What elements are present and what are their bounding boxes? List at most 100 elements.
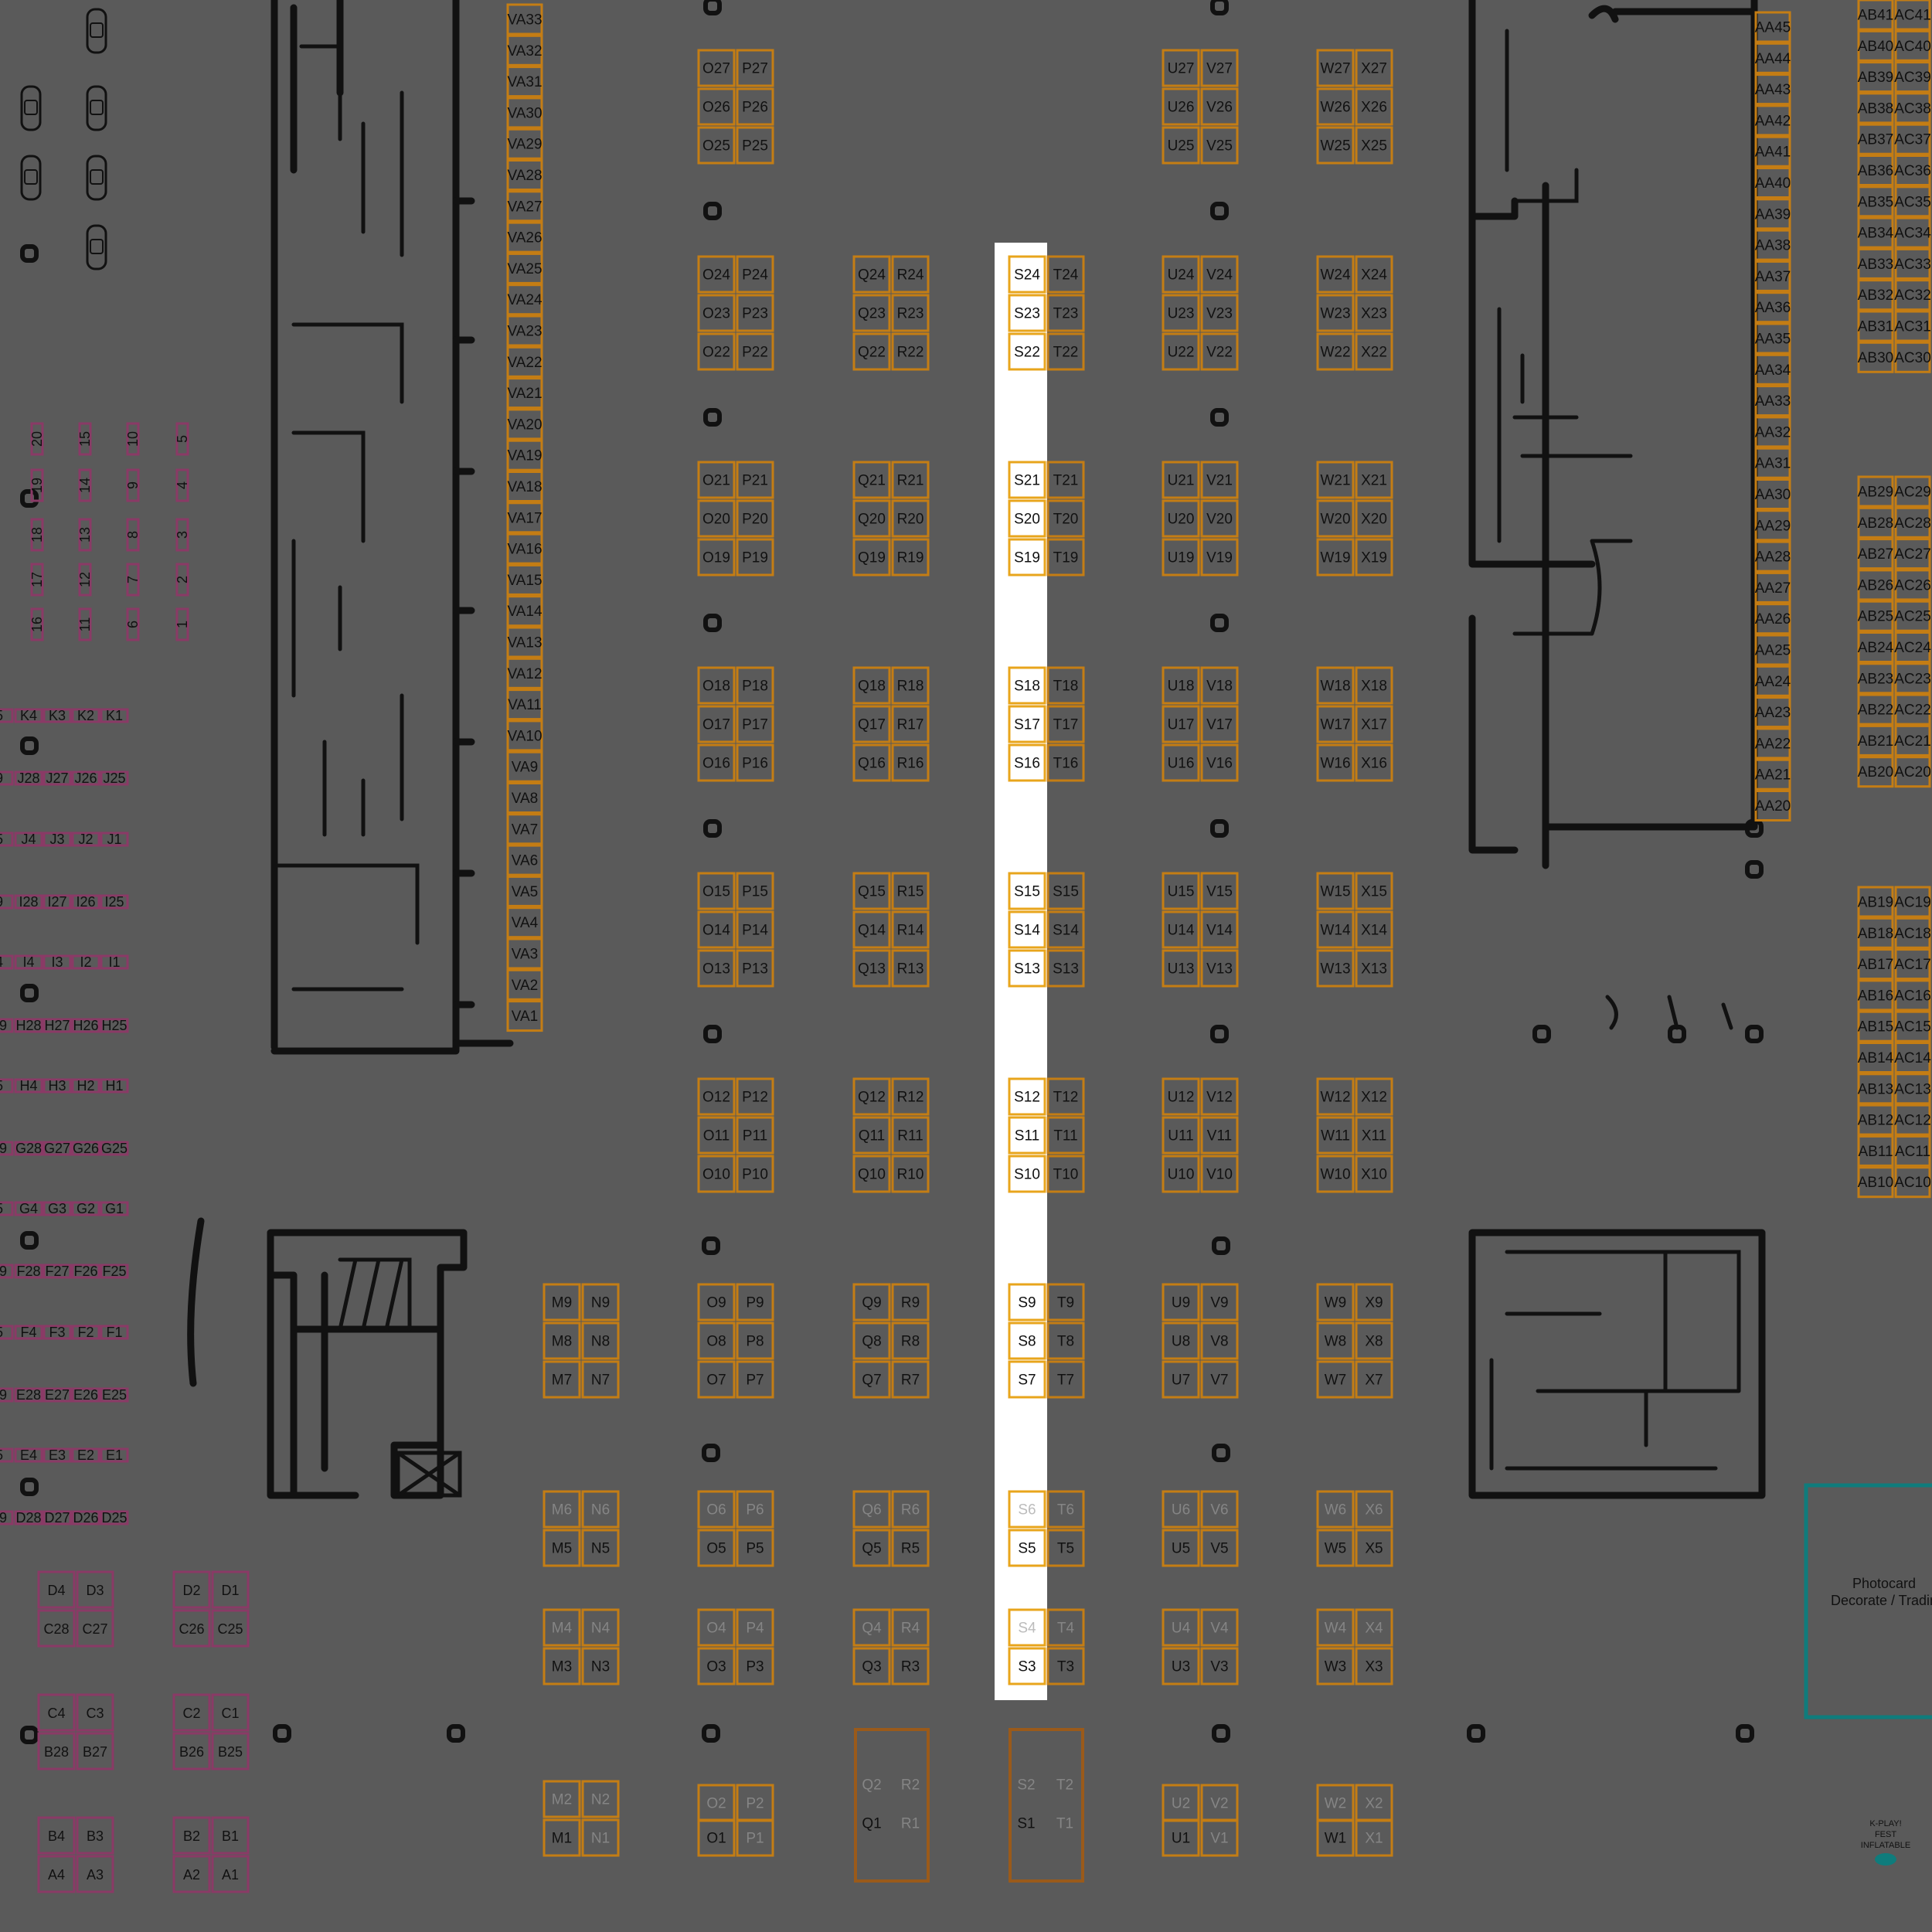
booth-g28[interactable]: G28	[14, 1141, 43, 1156]
booth-w18[interactable]: W18	[1316, 666, 1355, 705]
booth-o8[interactable]: O8	[697, 1321, 736, 1360]
booth-va18[interactable]: VA18	[506, 471, 543, 502]
booth-ac30[interactable]: AC30	[1894, 341, 1931, 373]
booth-ab33[interactable]: AB33	[1857, 247, 1894, 280]
booth-ac10[interactable]: AC10	[1894, 1166, 1931, 1199]
booth-o26[interactable]: O26	[697, 87, 736, 126]
booth-s3[interactable]: S3	[1008, 1647, 1046, 1685]
booth-k4[interactable]: K4	[14, 708, 43, 723]
booth-15[interactable]: 15	[77, 422, 93, 456]
booth-ac40[interactable]: AC40	[1894, 29, 1931, 62]
booth-29[interactable]: 29	[0, 1018, 14, 1033]
booth-5[interactable]: 5	[0, 832, 14, 847]
booth-ab18[interactable]: AB18	[1857, 917, 1894, 949]
booth-u16[interactable]: U16	[1162, 743, 1200, 782]
booth-va12[interactable]: VA12	[506, 657, 543, 689]
booth-p25[interactable]: P25	[736, 126, 774, 165]
booth-ab29[interactable]: AB29	[1857, 475, 1894, 508]
booth-va30[interactable]: VA30	[506, 97, 543, 129]
booth-p16[interactable]: P16	[736, 743, 774, 782]
booth-ac36[interactable]: AC36	[1894, 155, 1931, 186]
booth-va22[interactable]: VA22	[506, 345, 543, 378]
booth-r7[interactable]: R7	[891, 1360, 930, 1399]
booth-x8[interactable]: X8	[1355, 1321, 1393, 1360]
booth-ab21[interactable]: AB21	[1857, 724, 1894, 757]
booth-e4[interactable]: E4	[14, 1447, 43, 1463]
booth-u15[interactable]: U15	[1162, 872, 1200, 910]
booth-10[interactable]: 10	[125, 422, 141, 456]
booth-va17[interactable]: VA17	[506, 502, 543, 534]
booth-b28[interactable]: B28	[37, 1732, 76, 1770]
booth-x15[interactable]: X15	[1355, 872, 1393, 910]
booth-s14[interactable]: S14	[1008, 910, 1046, 949]
booth-w15[interactable]: W15	[1316, 872, 1355, 910]
booth-va19[interactable]: VA19	[506, 439, 543, 471]
booth-p21[interactable]: P21	[736, 461, 774, 499]
booth-k1[interactable]: K1	[100, 708, 129, 723]
booth-p11[interactable]: P11	[736, 1116, 774, 1155]
booth-q7[interactable]: Q7	[852, 1360, 891, 1399]
booth-va15[interactable]: VA15	[506, 563, 543, 596]
booth-t6[interactable]: T6	[1046, 1490, 1085, 1529]
booth-v27[interactable]: V27	[1200, 49, 1239, 87]
booth-aa28[interactable]: AA28	[1754, 540, 1791, 573]
booth-va25[interactable]: VA25	[506, 252, 543, 284]
booth-x24[interactable]: X24	[1355, 255, 1393, 294]
booth-v17[interactable]: V17	[1200, 705, 1239, 743]
booth-g27[interactable]: G27	[43, 1141, 72, 1156]
booth-5[interactable]: 5	[0, 1325, 14, 1340]
booth-n8[interactable]: N8	[581, 1321, 620, 1360]
booth-h3[interactable]: H3	[43, 1078, 72, 1094]
booth-u22[interactable]: U22	[1162, 332, 1200, 371]
booth-p17[interactable]: P17	[736, 705, 774, 743]
booth-ac34[interactable]: AC34	[1894, 216, 1931, 249]
booth-ab15[interactable]: AB15	[1857, 1010, 1894, 1043]
booth-ab16[interactable]: AB16	[1857, 979, 1894, 1012]
booth-h28[interactable]: H28	[14, 1018, 43, 1033]
booth-aa33[interactable]: AA33	[1754, 385, 1791, 417]
booth-aa32[interactable]: AA32	[1754, 416, 1791, 448]
booth-u3[interactable]: U3	[1162, 1647, 1200, 1685]
booth-q6[interactable]: Q6	[852, 1490, 891, 1529]
booth-va9[interactable]: VA9	[506, 750, 543, 783]
booth-aa25[interactable]: AA25	[1754, 634, 1791, 666]
booth-va29[interactable]: VA29	[506, 128, 543, 160]
booth-r20[interactable]: R20	[891, 499, 930, 538]
booth-va7[interactable]: VA7	[506, 813, 543, 845]
booth-va4[interactable]: VA4	[506, 906, 543, 939]
booth-k3[interactable]: K3	[43, 708, 72, 723]
booth-t18[interactable]: T18	[1046, 666, 1085, 705]
booth-ac24[interactable]: AC24	[1894, 631, 1931, 663]
booth-r24[interactable]: R24	[891, 255, 930, 294]
booth-v19[interactable]: V19	[1200, 538, 1239, 577]
booth-v3[interactable]: V3	[1200, 1647, 1239, 1685]
booth-q1[interactable]: Q1	[862, 1816, 881, 1832]
booth-3[interactable]: 3	[175, 518, 190, 552]
booth-b2[interactable]: B2	[172, 1816, 211, 1855]
booth-ab20[interactable]: AB20	[1857, 756, 1894, 788]
booth-w6[interactable]: W6	[1316, 1490, 1355, 1529]
booth-ab35[interactable]: AB35	[1857, 185, 1894, 218]
booth-n6[interactable]: N6	[581, 1490, 620, 1529]
booth-x14[interactable]: X14	[1355, 910, 1393, 949]
booth-2[interactable]: 2	[175, 563, 190, 597]
booth-u24[interactable]: U24	[1162, 255, 1200, 294]
booth-t1[interactable]: T1	[1056, 1816, 1073, 1832]
booth-u18[interactable]: U18	[1162, 666, 1200, 705]
booth-s17[interactable]: S17	[1008, 705, 1046, 743]
booth-f1[interactable]: F1	[100, 1325, 129, 1340]
booth-v4[interactable]: V4	[1200, 1608, 1239, 1647]
booth-x22[interactable]: X22	[1355, 332, 1393, 371]
booth-v9[interactable]: V9	[1200, 1283, 1239, 1321]
booth-s15[interactable]: S15	[1008, 872, 1046, 910]
booth-g3[interactable]: G3	[43, 1201, 72, 1216]
booth-s10[interactable]: S10	[1008, 1155, 1046, 1193]
booth-va31[interactable]: VA31	[506, 66, 543, 98]
booth-12[interactable]: 12	[77, 563, 93, 597]
booth-ab30[interactable]: AB30	[1857, 341, 1894, 373]
booth-v8[interactable]: V8	[1200, 1321, 1239, 1360]
booth-s14[interactable]: S14	[1046, 910, 1085, 949]
booth-v7[interactable]: V7	[1200, 1360, 1239, 1399]
booth-ac22[interactable]: AC22	[1894, 693, 1931, 726]
booth-h4[interactable]: H4	[14, 1078, 43, 1094]
